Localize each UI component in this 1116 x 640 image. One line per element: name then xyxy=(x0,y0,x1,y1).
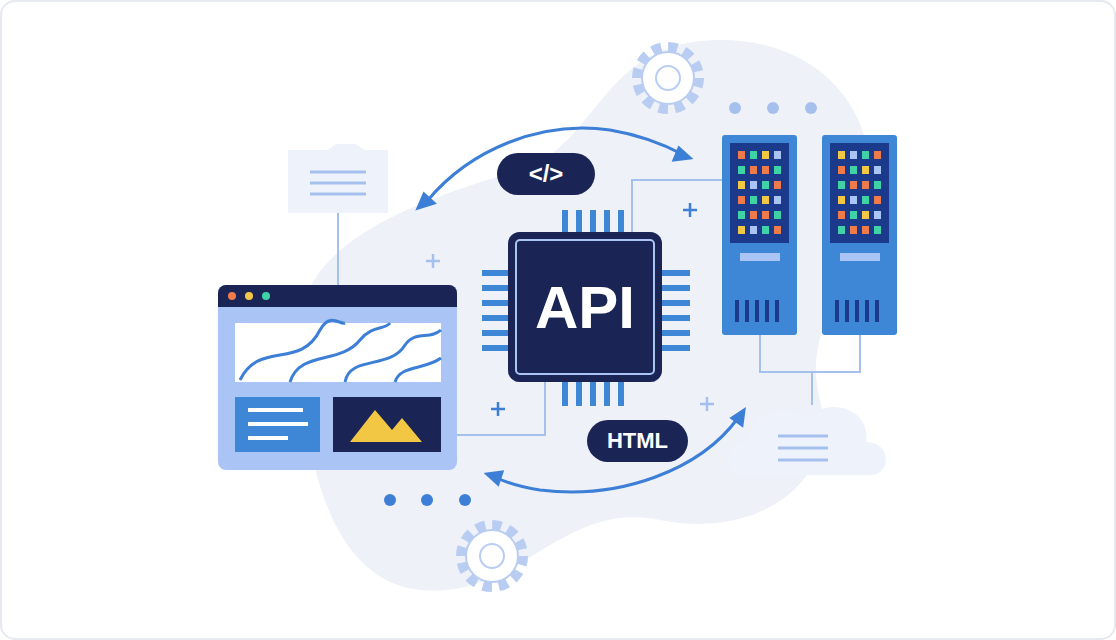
status-led xyxy=(862,226,869,234)
status-led xyxy=(750,166,757,174)
status-led xyxy=(874,151,881,159)
api-chip: API xyxy=(508,232,662,382)
flow-arrows xyxy=(418,128,744,492)
status-led xyxy=(850,226,857,234)
status-led xyxy=(838,211,845,219)
status-led xyxy=(850,181,857,189)
status-led xyxy=(774,151,781,159)
status-led xyxy=(874,211,881,219)
status-led xyxy=(838,166,845,174)
status-led xyxy=(750,181,757,189)
status-led xyxy=(850,196,857,204)
chip-pins xyxy=(482,210,690,406)
status-led xyxy=(738,151,745,159)
status-led xyxy=(738,226,745,234)
status-led xyxy=(850,211,857,219)
status-led xyxy=(774,166,781,174)
status-led xyxy=(874,166,881,174)
dots-bottom xyxy=(384,494,471,506)
status-led xyxy=(750,211,757,219)
browser-window xyxy=(218,285,457,470)
status-led xyxy=(762,211,769,219)
node-label: API xyxy=(535,273,635,342)
status-led xyxy=(874,226,881,234)
status-led xyxy=(750,196,757,204)
status-led xyxy=(862,211,869,219)
folder-icon xyxy=(288,144,388,285)
status-led xyxy=(762,196,769,204)
status-led xyxy=(750,226,757,234)
status-led xyxy=(738,181,745,189)
plus-signs xyxy=(426,203,714,416)
cloud-icon xyxy=(728,407,886,475)
status-led xyxy=(862,166,869,174)
status-led xyxy=(838,196,845,204)
status-led xyxy=(838,151,845,159)
status-led xyxy=(774,211,781,219)
server-rack xyxy=(722,135,897,335)
status-led xyxy=(738,166,745,174)
status-led xyxy=(862,196,869,204)
status-led xyxy=(762,226,769,234)
status-led xyxy=(862,181,869,189)
status-led xyxy=(750,151,757,159)
status-led xyxy=(762,166,769,174)
status-led xyxy=(862,151,869,159)
node-label: </> xyxy=(529,160,564,188)
html-pill: HTML xyxy=(587,420,688,462)
status-led xyxy=(774,181,781,189)
status-led xyxy=(774,196,781,204)
status-led xyxy=(874,196,881,204)
gear-top xyxy=(638,48,698,108)
status-led xyxy=(762,181,769,189)
node-label: HTML xyxy=(607,428,668,454)
status-led xyxy=(762,151,769,159)
status-led xyxy=(774,226,781,234)
gear-bottom xyxy=(462,526,522,586)
status-led xyxy=(850,166,857,174)
leader-lines xyxy=(457,180,860,435)
status-led xyxy=(838,181,845,189)
code-tag-pill: </> xyxy=(497,153,595,195)
dots-top xyxy=(729,102,817,114)
status-led xyxy=(874,181,881,189)
status-led xyxy=(738,211,745,219)
status-led xyxy=(850,151,857,159)
status-led xyxy=(738,196,745,204)
status-led xyxy=(838,226,845,234)
